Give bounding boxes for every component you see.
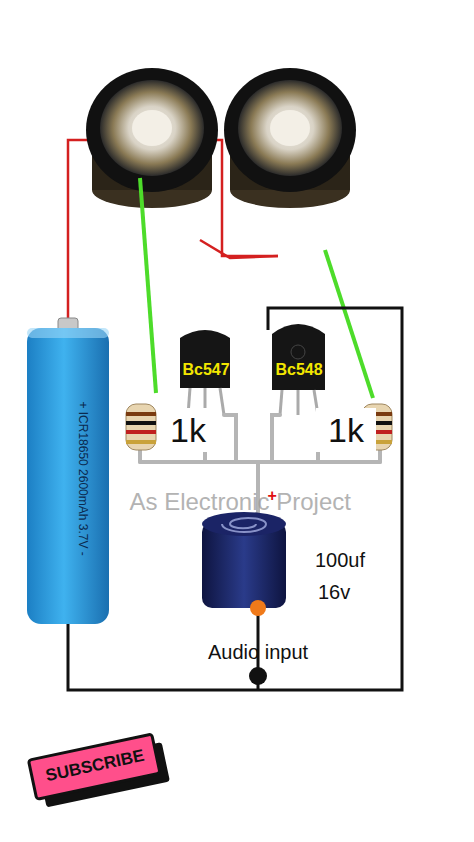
watermark: As Electronic Project (130, 489, 351, 515)
subscribe-button (28, 732, 169, 809)
voltage-rating: 16v (318, 581, 350, 603)
label-patch (158, 408, 218, 452)
resistor-value: 1k (170, 412, 206, 449)
transistor-bc547 (180, 330, 230, 415)
battery-18650 (27, 318, 109, 624)
resistor-value: 1k (328, 412, 364, 449)
black-wire (68, 308, 402, 690)
green-wire (140, 178, 373, 398)
part-name: Bc547 (183, 361, 230, 379)
speaker-left (86, 68, 218, 208)
signal-name: Audio input (208, 641, 308, 663)
audio-input-terminal (249, 667, 267, 685)
polarity-mark: + (268, 487, 277, 505)
part-name: Bc548 (276, 361, 323, 379)
battery-marking: + ICR18650 2600mAh 3.7V - (76, 401, 89, 555)
speaker-right (224, 68, 356, 208)
transistor-bc548 (272, 324, 325, 415)
label-patch (316, 408, 376, 452)
capacitance-value: 100uf (315, 549, 365, 571)
resistor-left (126, 404, 156, 450)
speaker-link-wire (200, 240, 278, 258)
